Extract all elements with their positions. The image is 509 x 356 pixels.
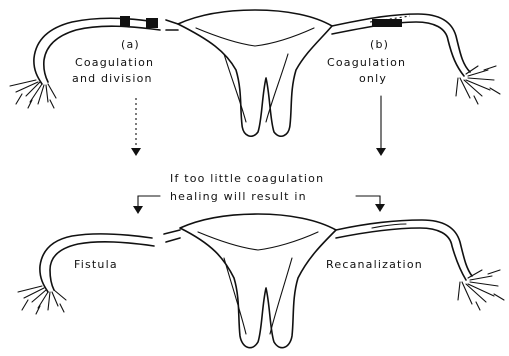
top-right-coag-site <box>372 19 402 27</box>
top-uterus-body <box>178 10 332 136</box>
top-uterus-cavity <box>196 28 314 46</box>
bottom-right-recanal-channel <box>372 224 406 228</box>
bottom-left-tube-stump <box>164 230 180 242</box>
top-right-fimbriae <box>456 66 500 104</box>
bottom-uterus-figure <box>18 214 504 348</box>
label-a-tag: (a) <box>121 38 140 51</box>
label-b-line1: Coagulation <box>327 56 406 69</box>
top-left-fimbriae <box>10 80 56 108</box>
mid-text-line2: healing will result in <box>170 190 307 203</box>
bottom-right-fimbriae <box>458 270 504 310</box>
arrow-b-down <box>376 96 386 156</box>
label-b-tag: (b) <box>370 38 389 51</box>
top-left-coag-site-a <box>146 18 158 28</box>
arrow-a-down <box>131 98 141 156</box>
top-left-tube-stump <box>166 20 178 30</box>
label-fistula: Fistula <box>74 258 118 271</box>
bottom-left-fimbriae <box>18 286 66 314</box>
label-a-line2: and division <box>72 72 153 85</box>
bottom-uterus-cavity <box>198 232 318 250</box>
top-left-coag-site-b <box>120 16 130 26</box>
mid-text-line1: If too little coagulation <box>170 172 324 185</box>
label-a-line1: Coagulation <box>75 56 154 69</box>
arrow-to-fistula <box>133 196 160 214</box>
label-b-line2: only <box>359 72 387 85</box>
arrow-to-recanalization <box>356 196 385 212</box>
label-recanalization: Recanalization <box>326 258 423 271</box>
